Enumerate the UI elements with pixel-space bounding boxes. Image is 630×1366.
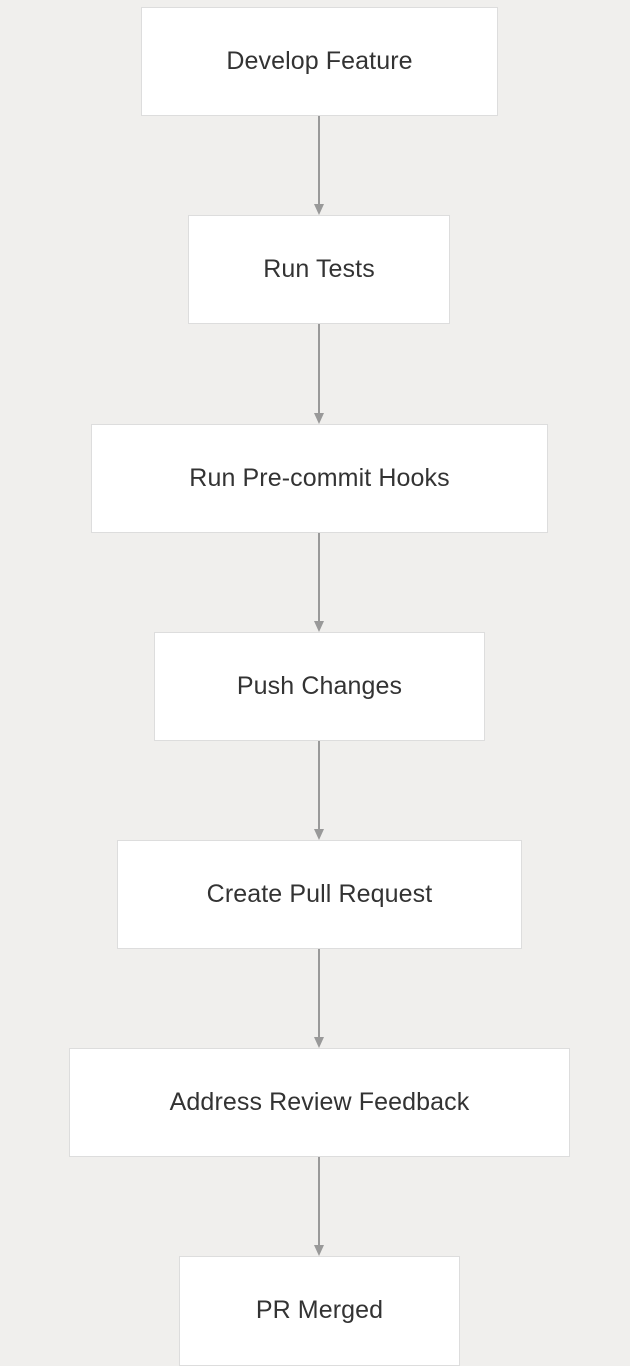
flow-arrow-line	[318, 532, 320, 622]
flow-arrow-line	[318, 323, 320, 414]
flow-arrow-line	[318, 948, 320, 1038]
flow-node-develop-feature[interactable]: Develop Feature	[141, 7, 498, 116]
flow-arrow	[313, 740, 324, 840]
flow-node-label: Address Review Feedback	[169, 1087, 470, 1116]
flow-node-label: Push Changes	[236, 671, 403, 700]
flow-node-run-tests[interactable]: Run Tests	[188, 215, 450, 324]
arrowhead-down-icon	[313, 829, 324, 840]
arrowhead-down-icon	[313, 621, 324, 632]
flow-node-label: Run Pre-commit Hooks	[189, 463, 450, 492]
flow-node-run-pre-commit-hooks[interactable]: Run Pre-commit Hooks	[91, 424, 548, 533]
flow-arrow-line	[318, 740, 320, 830]
flow-arrow	[313, 323, 324, 424]
arrowhead-down-icon	[313, 1245, 324, 1256]
arrowhead-down-icon	[313, 1037, 324, 1048]
flow-arrow	[313, 116, 324, 215]
flow-arrow-line	[318, 1156, 320, 1246]
flow-node-pr-merged[interactable]: PR Merged	[179, 1256, 460, 1366]
flow-node-push-changes[interactable]: Push Changes	[154, 632, 485, 741]
flow-node-label: Develop Feature	[226, 46, 413, 75]
flow-node-address-review-feedback[interactable]: Address Review Feedback	[69, 1048, 570, 1157]
flow-arrow	[313, 1156, 324, 1256]
flow-node-create-pull-request[interactable]: Create Pull Request	[117, 840, 522, 949]
arrowhead-down-icon	[313, 204, 324, 215]
flow-arrow	[313, 532, 324, 632]
flow-node-label: PR Merged	[255, 1296, 384, 1325]
flow-arrow	[313, 948, 324, 1048]
arrowhead-down-icon	[313, 413, 324, 424]
flow-node-label: Run Tests	[263, 254, 375, 283]
flow-arrow-line	[318, 116, 320, 205]
flow-node-label: Create Pull Request	[206, 879, 433, 908]
